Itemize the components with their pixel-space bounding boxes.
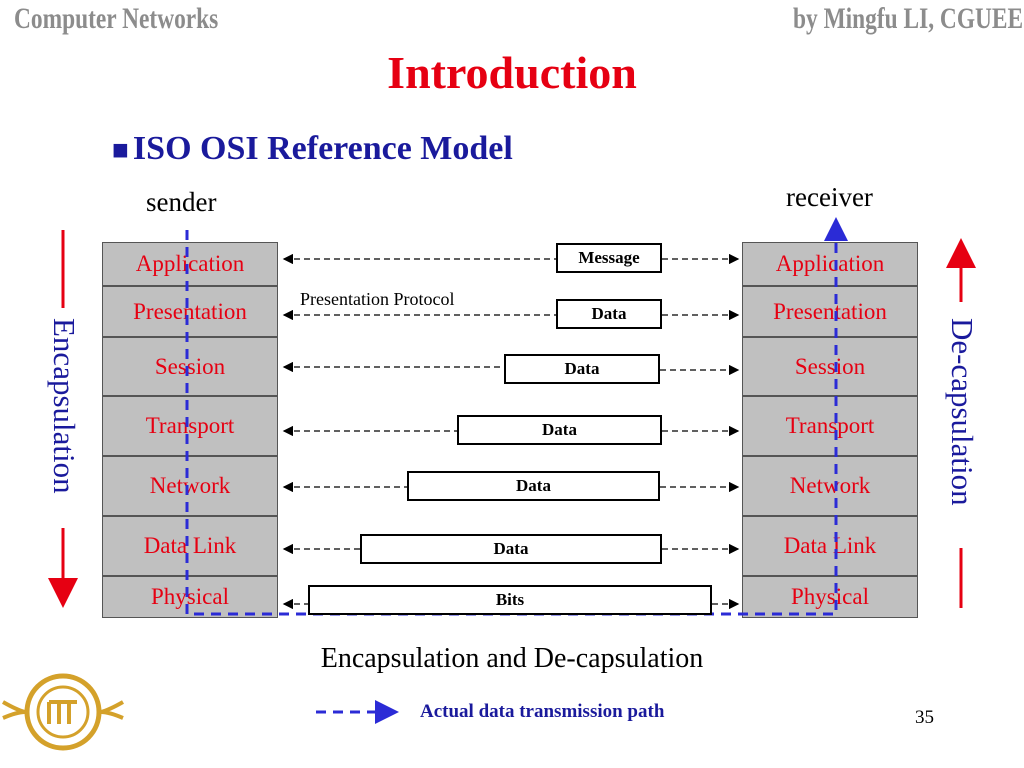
- sender-layer-transport: Transport: [102, 396, 278, 456]
- square-bullet-icon: ■: [112, 135, 129, 166]
- sender-layer-data-link: Data Link: [102, 516, 278, 576]
- pdu-box-session: Data: [504, 354, 660, 384]
- decapsulation-label: De-capsulation: [945, 318, 980, 506]
- diagram-caption: Encapsulation and De-capsulation: [320, 643, 704, 674]
- receiver-layer-data-link: Data Link: [742, 516, 918, 576]
- sender-layer-physical: Physical: [102, 576, 278, 618]
- pdu-box-transport: Data: [457, 415, 662, 445]
- author-label: by Mingfu LI, CGUEE: [793, 2, 1024, 35]
- receiver-layer-application: Application: [742, 242, 918, 286]
- receiver-layer-physical: Physical: [742, 576, 918, 618]
- receiver-layer-network: Network: [742, 456, 918, 516]
- legend-label: Actual data transmission path: [420, 701, 665, 722]
- receiver-layer-transport: Transport: [742, 396, 918, 456]
- sender-layer-network: Network: [102, 456, 278, 516]
- page-number: 35: [915, 707, 934, 728]
- encapsulation-label: Encapsulation: [47, 318, 82, 494]
- presentation-protocol-label: Presentation Protocol: [300, 289, 455, 309]
- course-title: Computer Networks: [14, 2, 219, 35]
- receiver-layer-presentation: Presentation: [742, 286, 918, 337]
- pdu-box-application: Message: [556, 243, 662, 273]
- slide-subtitle: ■ISO OSI Reference Model: [112, 130, 513, 168]
- sender-layer-application: Application: [102, 242, 278, 286]
- receiver-layer-session: Session: [742, 337, 918, 396]
- slide-title: Introduction: [387, 47, 637, 98]
- receiver-label: receiver: [786, 182, 873, 212]
- sender-layer-session: Session: [102, 337, 278, 396]
- pdu-box-data-link: Data: [360, 534, 662, 564]
- pdu-box-presentation: Data: [556, 299, 662, 329]
- subtitle-text: ISO OSI Reference Model: [132, 130, 513, 167]
- transmission-path: [185, 217, 848, 616]
- sender-label: sender: [146, 187, 217, 217]
- cgu-logo: [2, 673, 124, 751]
- pdu-box-network: Data: [407, 471, 660, 501]
- pdu-box-physical: Bits: [308, 585, 712, 615]
- sender-layer-presentation: Presentation: [102, 286, 278, 337]
